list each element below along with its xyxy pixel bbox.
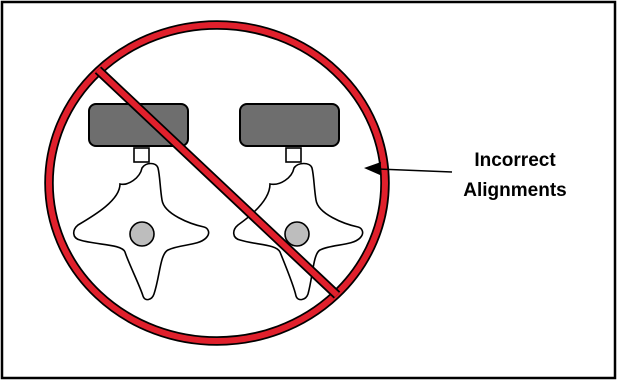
callout-label-line2: Alignments [463, 180, 566, 201]
arrow-left-icon [364, 162, 453, 175]
callout-label-line1: Incorrect [474, 150, 556, 171]
prohibition-slash [95, 67, 340, 298]
stem-right [285, 147, 302, 163]
prohibition-sign-icon [44, 20, 390, 346]
pad-right [239, 103, 340, 147]
knob-center-left [129, 221, 155, 247]
knob-center-right [284, 221, 310, 247]
stem-left [133, 147, 150, 163]
part-assembly-right [232, 103, 364, 301]
prohibition-circle-red [46, 22, 388, 344]
